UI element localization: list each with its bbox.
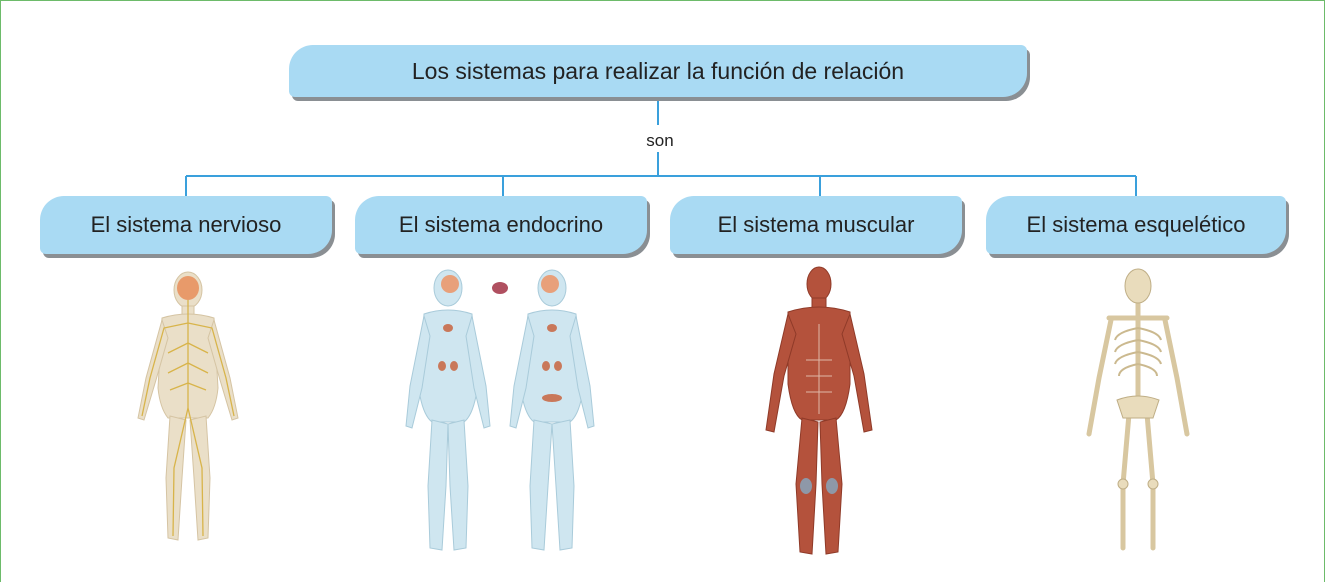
system-box-endocrino: El sistema endocrino	[355, 196, 647, 254]
endocrine-system-figure	[405, 269, 595, 551]
system-box-esqueletico: El sistema esquelético	[986, 196, 1286, 254]
muscular-system-figure	[765, 266, 873, 555]
title-text: Los sistemas para realizar la función de…	[411, 57, 905, 84]
system-label: El sistema esquelético	[1026, 212, 1246, 237]
system-label: El sistema endocrino	[398, 212, 604, 237]
skeletal-system-figure	[1086, 268, 1190, 551]
connector-label: son	[646, 131, 674, 150]
title-box: Los sistemas para realizar la función de…	[289, 45, 1027, 97]
system-label: El sistema muscular	[717, 212, 915, 237]
system-box-muscular: El sistema muscular	[670, 196, 962, 254]
system-box-nervioso: El sistema nervioso	[40, 196, 332, 254]
nervous-system-figure	[137, 271, 239, 541]
system-label: El sistema nervioso	[90, 212, 282, 237]
